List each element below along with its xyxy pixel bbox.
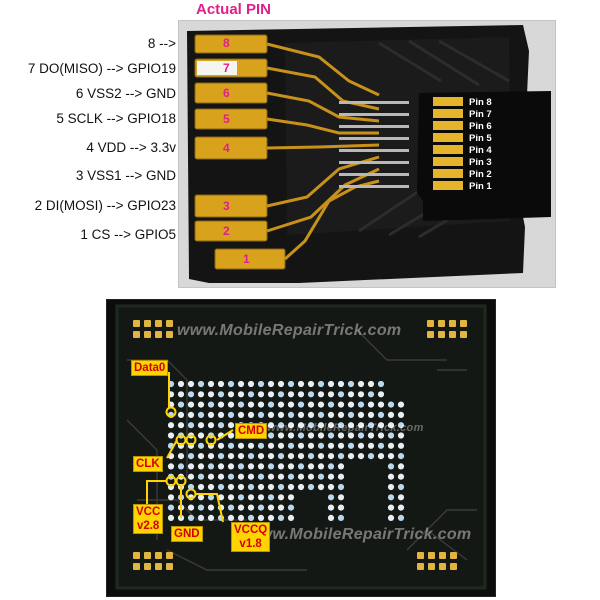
- microsd-pin-3: Pin 3: [469, 157, 492, 168]
- microsd-pin-6: Pin 6: [469, 121, 492, 132]
- microsd-pin-8: Pin 8: [469, 97, 492, 108]
- pad-number-5: 5: [223, 112, 230, 126]
- microsd-pin-4: Pin 4: [469, 145, 492, 156]
- pad-number-1: 1: [243, 252, 250, 266]
- pin-label-4: 4 VDD --> 3.3v: [86, 140, 176, 155]
- bga-chip-drawing: [115, 304, 487, 590]
- microsd-pin-1: Pin 1: [469, 181, 492, 192]
- watermark-top: www.MobileRepairTrick.com: [177, 322, 402, 339]
- pad-number-3: 3: [223, 199, 230, 213]
- microsd-pin-2: Pin 2: [469, 169, 492, 180]
- pin-label-5: 5 SCLK --> GPIO18: [56, 111, 176, 126]
- pin-label-7: 7 DO(MISO) --> GPIO19: [27, 61, 176, 76]
- sd-adapter-photo: 8 7 6 5 4 3 2 1 Pin 8 Pin 7 Pin 6 Pin 5 …: [178, 20, 556, 288]
- label-gnd: GND: [171, 526, 203, 542]
- pad-number-6: 6: [223, 86, 230, 100]
- label-cmd: CMD: [235, 423, 268, 439]
- sd-adapter-drawing: [187, 25, 551, 283]
- pad-number-4: 4: [223, 141, 230, 155]
- pin-label-6: 6 VSS2 --> GND: [75, 86, 176, 101]
- microsd-pin-7: Pin 7: [469, 109, 492, 120]
- bga-chip-photo: www.MobileRepairTrick.com www.MobileRepa…: [106, 299, 496, 597]
- label-vcc: VCC v2.8: [133, 504, 164, 534]
- label-data0: Data0: [131, 360, 169, 376]
- watermark-middle: www.MobileRepairTrick.com: [267, 422, 424, 434]
- watermark-bottom: www.MobileRepairTrick.com: [247, 526, 472, 543]
- pad-number-2: 2: [223, 224, 230, 238]
- pad-number-8: 8: [223, 36, 230, 50]
- pin-label-1: 1 CS --> GPIO5: [80, 227, 176, 242]
- pin-label-2: 2 DI(MOSI) --> GPIO23: [34, 198, 176, 213]
- label-vccq: VCCQ v1.8: [231, 522, 271, 552]
- label-clk: CLK: [133, 456, 163, 472]
- pad-number-7: 7: [223, 61, 230, 75]
- pin-label-8: 8 -->: [147, 36, 176, 51]
- pin-label-3: 3 VSS1 --> GND: [75, 168, 176, 183]
- microsd-pin-5: Pin 5: [469, 133, 492, 144]
- actual-pin-title: Actual PIN: [196, 1, 272, 18]
